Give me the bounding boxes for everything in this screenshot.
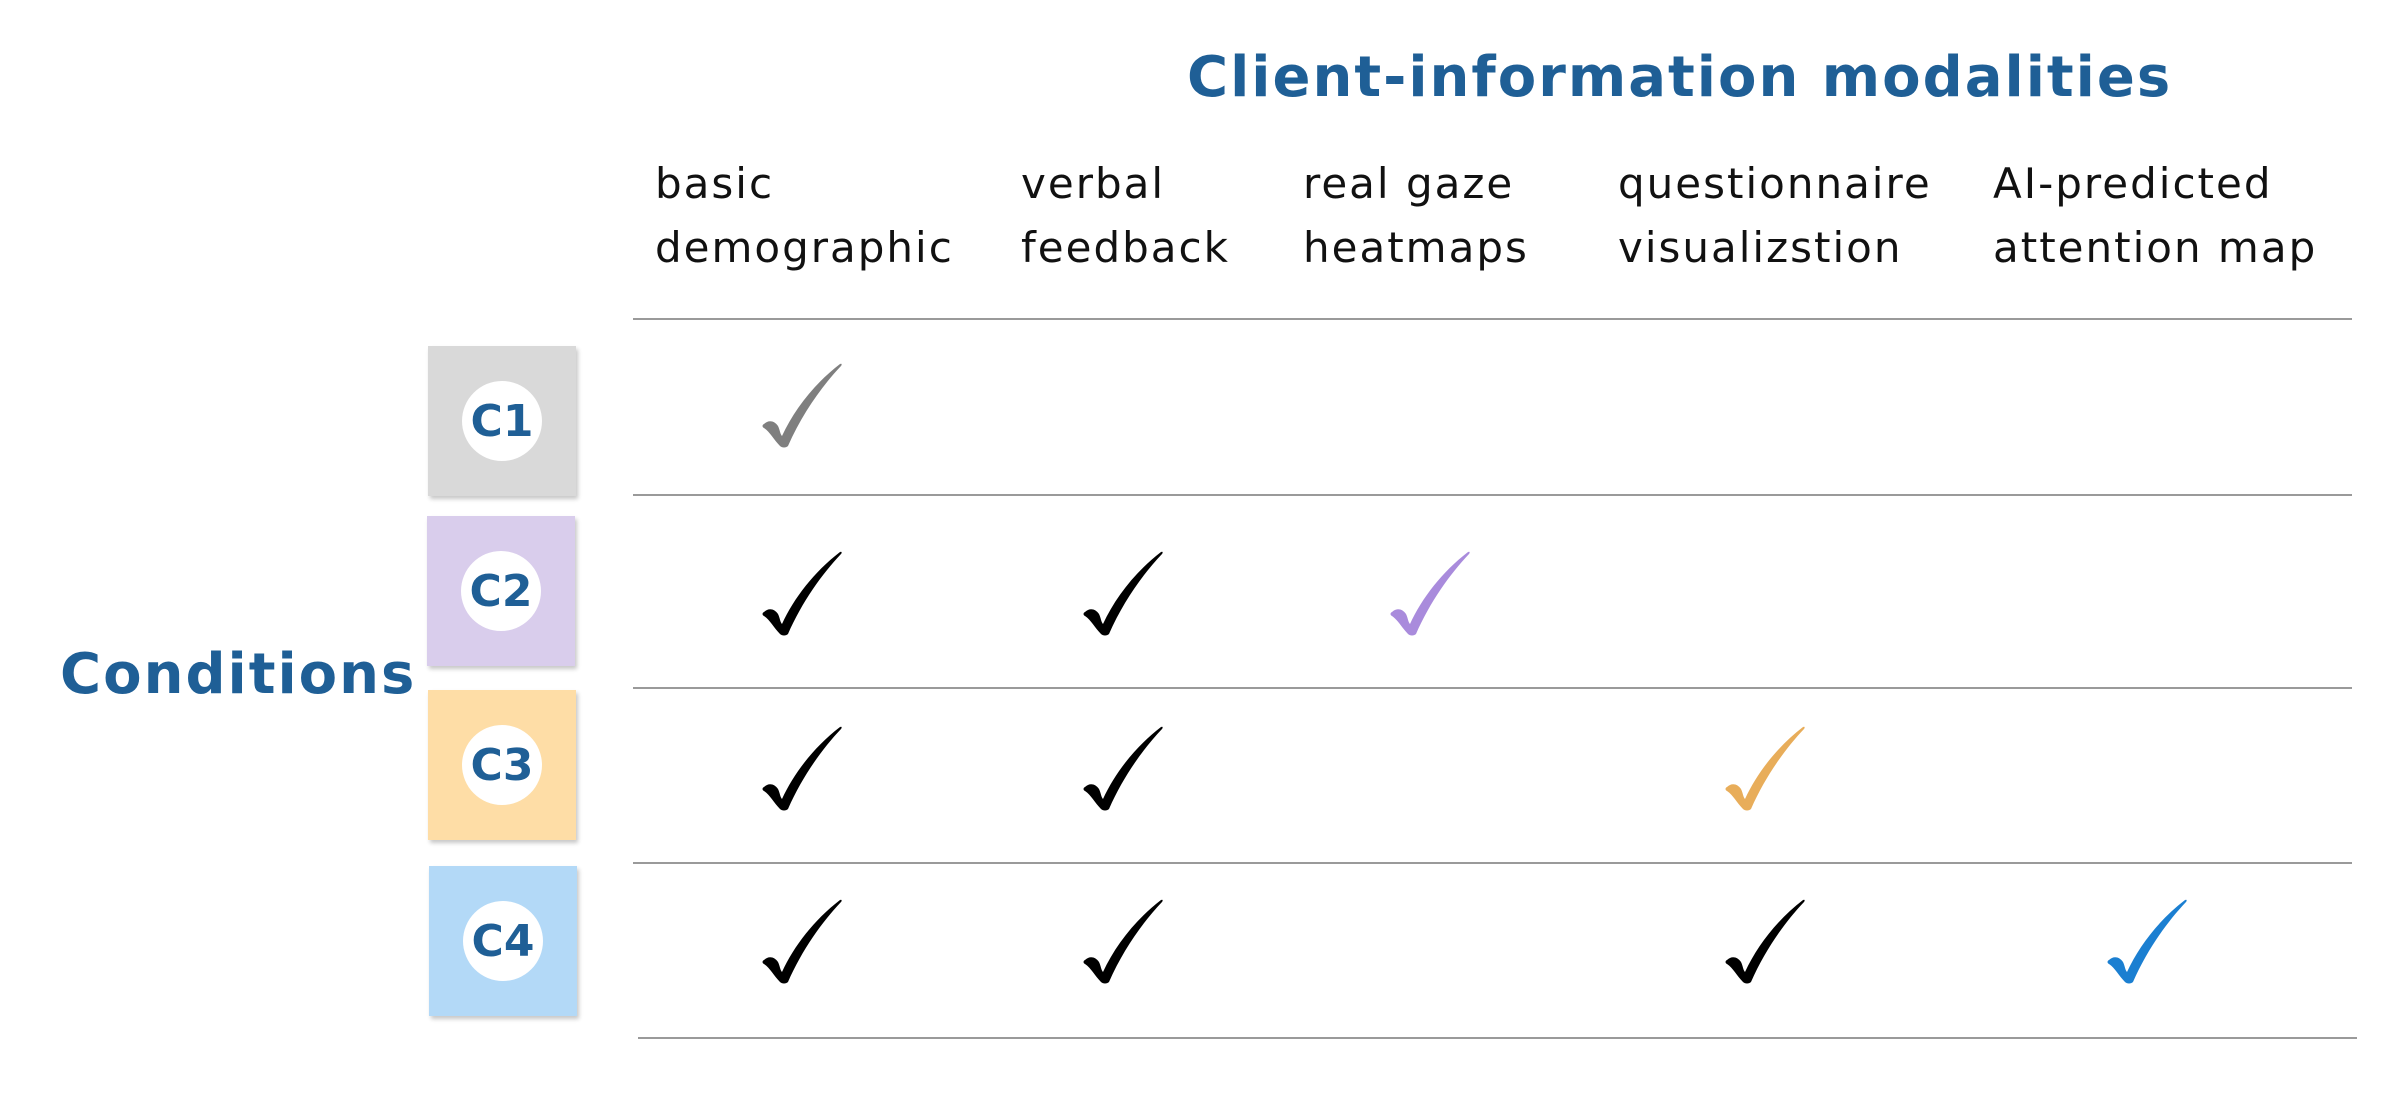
row-divider	[638, 1037, 2357, 1039]
check-mark-icon	[762, 898, 842, 984]
check-mark-icon	[762, 550, 842, 636]
conditions-label: Conditions	[60, 642, 417, 707]
condition-box-c3: C3	[428, 690, 576, 840]
check-mark-icon	[2107, 898, 2187, 984]
condition-label: C2	[461, 551, 541, 631]
column-header-ai-predicted-attention-map: AI-predicted attention map	[1993, 159, 2318, 272]
check-mark-icon	[1725, 725, 1805, 811]
check-mark-icon	[1083, 898, 1163, 984]
row-divider	[633, 494, 2352, 496]
row-divider	[633, 862, 2352, 864]
check-mark-icon	[1725, 898, 1805, 984]
column-header-real-gaze-heatmaps: real gaze heatmaps	[1303, 159, 1529, 272]
check-mark-icon	[1083, 550, 1163, 636]
check-mark-icon	[1390, 550, 1470, 636]
condition-label: C4	[463, 901, 543, 981]
check-mark-icon	[1083, 725, 1163, 811]
column-header-questionnaire-visualization: questionnaire visualizstion	[1618, 159, 1932, 272]
condition-label: C3	[462, 725, 542, 805]
row-divider	[633, 687, 2352, 689]
column-header-basic-demographic: basic demographic	[655, 159, 954, 272]
check-mark-icon	[762, 362, 842, 448]
condition-label: C1	[462, 381, 542, 461]
check-mark-icon	[762, 725, 842, 811]
row-divider	[633, 318, 2352, 320]
condition-box-c1: C1	[428, 346, 576, 496]
condition-box-c2: C2	[427, 516, 575, 666]
condition-box-c4: C4	[429, 866, 577, 1016]
column-header-verbal-feedback: verbal feedback	[1021, 159, 1230, 272]
table-title: Client-information modalities	[1187, 45, 2173, 110]
